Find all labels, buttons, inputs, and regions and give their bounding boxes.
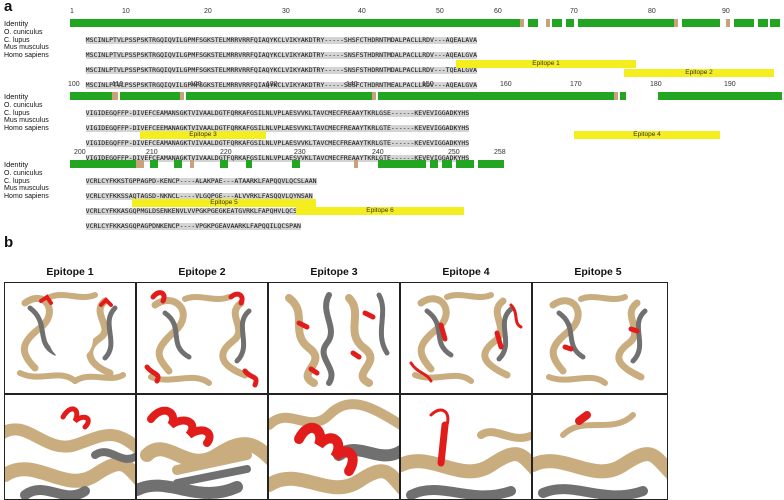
tick: 30 (282, 8, 290, 15)
epitope-bar: Epitope 4 (574, 131, 720, 139)
species-labels: O. cuniculus C. lupus Mus musculus Homo … (4, 29, 49, 59)
tick: 10 (122, 8, 130, 15)
species-name: Homo sapiens (4, 192, 49, 200)
tick: 40 (358, 8, 366, 15)
structure-zoom-epitope-4 (400, 394, 532, 500)
tick: 230 (294, 149, 306, 156)
alignment-block-3: 200 210 220 230 240 250 258 Identity O. … (4, 149, 780, 230)
species-name: Homo sapiens (4, 124, 49, 132)
tick: 1 (70, 8, 74, 15)
tick: 50 (436, 8, 444, 15)
tick: 250 (448, 149, 460, 156)
species-name: C. lupus (4, 36, 30, 44)
tick: 190 (724, 81, 736, 88)
identity-bar (70, 92, 782, 100)
structure-overview-epitope-4 (400, 282, 532, 394)
epitope-bar: Epitope 3 (140, 131, 266, 139)
species-name: C. lupus (4, 177, 30, 185)
sequence-row: MSCINLPTVLPSSPSKTRGQIQVILGPMFSGKSTELMRRV… (85, 65, 477, 74)
sequence-row: VCRLCYFKKSSAQTAGSD-NKNCL----VLGQPGE---AL… (85, 191, 313, 200)
sequence-row: MSCINLPTVLPSSPSKTRGQIQVILGPMFSGKSTELMRRV… (85, 80, 477, 89)
structure-grid: Epitope 1 Epitope 2 Epitope 3 Epitope 4 … (4, 260, 668, 500)
sequence-row: VCRLCYFKKSTGPPAGPD-KENCP----ALAKPAE---AT… (85, 176, 317, 185)
structure-zoom-epitope-3 (268, 394, 400, 500)
sequence-rows: VIGIDEGQFFP-DIVEFCEAMANSGKTVIVAALDGTFQRK… (70, 102, 470, 170)
tick: 170 (570, 81, 582, 88)
column-title: Epitope 1 (46, 266, 94, 278)
structure-zoom-epitope-2 (136, 394, 268, 500)
sequence-row: VIGIDEGQFFP-DIVEFCEAMANAGKTVIVAALDGTFQRK… (85, 138, 470, 147)
sequence-row: MSCINLPTVLPSSPSKTRGQIQVILGPMFSGKSTELMRRV… (85, 35, 477, 44)
identity-bar (70, 19, 782, 27)
sequence-rows: MSCINLPTVLPSSPSKTRGQIQVILGPMFSGKSTELMRRV… (70, 29, 477, 97)
sequence-row: VIGIDEGQFFP-DIVEFCEAMANSGKTVIVAALDGTFQRK… (85, 108, 470, 117)
species-name: Homo sapiens (4, 51, 49, 59)
sequence-row: VIGIDEGQFFP-DIVEFCEAMANAGKTVIVAALDGTFQRK… (85, 153, 470, 162)
ruler-block-1: 1 10 20 30 40 50 60 70 80 90 (70, 8, 770, 18)
epitope-bar: Epitope 2 (624, 69, 774, 77)
tick: 210 (146, 149, 158, 156)
structure-overview-epitope-3 (268, 282, 400, 394)
structure-zoom-epitope-1 (4, 394, 136, 500)
column-title: Epitope 5 (574, 266, 622, 278)
tick: 20 (204, 8, 212, 15)
epitope-bar: Epitope 6 (296, 207, 464, 215)
species-name: Mus musculus (4, 185, 49, 192)
column-title: Epitope 3 (310, 266, 358, 278)
species-name: Mus musculus (4, 44, 49, 51)
species-name: Mus musculus (4, 117, 49, 124)
ruler-block-2: 100 110 120 130 140 150 160 170 180 190 (68, 81, 770, 91)
tick: 100 (68, 81, 80, 88)
species-labels: O. cuniculus C. lupus Mus musculus Homo … (4, 170, 49, 200)
panel-b-letter: b (4, 234, 14, 251)
panel-a-letter: a (4, 0, 13, 15)
tick: 60 (494, 8, 502, 15)
tick: 180 (650, 81, 662, 88)
species-name: O. cuniculus (4, 102, 43, 109)
identity-label: Identity (4, 19, 29, 28)
epitope-bar: Epitope 1 (456, 60, 636, 68)
species-name: C. lupus (4, 109, 30, 117)
tick: 258 (494, 149, 506, 156)
structure-overview-epitope-1 (4, 282, 136, 394)
tick: 80 (648, 8, 656, 15)
tick: 150 (422, 81, 434, 88)
tick: 90 (722, 8, 730, 15)
column-title: Epitope 4 (442, 266, 490, 278)
identity-label: Identity (4, 92, 29, 101)
sequence-row: VCRLCYFKKASGQPMGLDSENKENVLVVPGKPGEGKEATG… (85, 206, 309, 215)
sequence-row: VIGIDEGQFFP-DIVEFCEEMANAGKTVIVAALDGTFQRK… (85, 123, 470, 132)
structure-overview-epitope-2 (136, 282, 268, 394)
sequence-rows: VCRLCYFKKSTGPPAGPD-KENCP----ALAKPAE---AT… (70, 170, 317, 238)
epitope-bar: Epitope 5 (132, 199, 316, 207)
sequence-row: VCRLCYFKKASGQPAGPDNKENCP----VPGKPGEAVAAR… (85, 221, 301, 230)
tick: 110 (112, 81, 124, 88)
alignment-block-1: 1 10 20 30 40 50 60 70 80 90 Identity O.… (4, 8, 782, 89)
sequence-row: MSCINLPTVLPSSPSKTRGQIQVILGPMFSGKSTELMRRV… (85, 50, 477, 59)
tick: 70 (570, 8, 578, 15)
tick: 240 (372, 149, 384, 156)
structure-overview-epitope-5 (532, 282, 668, 394)
tick: 220 (220, 149, 232, 156)
species-name: O. cuniculus (4, 29, 43, 36)
species-labels: O. cuniculus C. lupus Mus musculus Homo … (4, 102, 49, 132)
structure-zoom-epitope-5 (532, 394, 668, 500)
identity-label: Identity (4, 160, 29, 169)
identity-bar (70, 160, 510, 168)
alignment-block-2: 100 110 120 130 140 150 160 170 180 190 … (4, 81, 782, 162)
species-name: O. cuniculus (4, 170, 43, 177)
tick: 160 (500, 81, 512, 88)
tick: 200 (74, 149, 86, 156)
tick: 140 (346, 81, 358, 88)
ruler-block-3: 200 210 220 230 240 250 258 (70, 149, 506, 159)
tick: 120 (190, 81, 202, 88)
tick: 130 (266, 81, 278, 88)
column-title: Epitope 2 (178, 266, 226, 278)
